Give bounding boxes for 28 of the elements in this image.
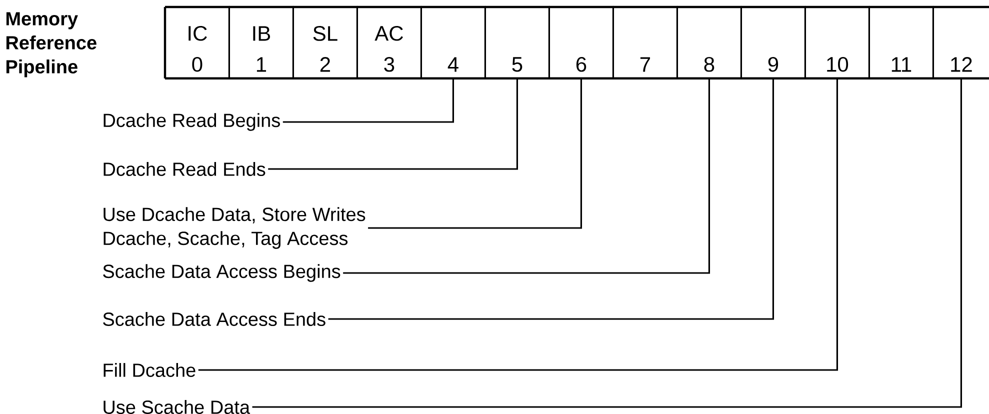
leader-line: [268, 78, 518, 170]
leader-line: [343, 78, 710, 274]
stage-cell: IC 0: [164, 6, 230, 80]
leader-line: [198, 78, 838, 371]
event-label: Scache Data Access Ends: [103, 312, 326, 326]
stage-cell: 8: [676, 6, 742, 80]
event-label: Use Dcache Data, Store Writes Dcache, Scache, Tag Access: [104, 207, 366, 249]
stage-cell: SL 2: [292, 6, 358, 80]
stage-cell: 9: [740, 6, 806, 80]
leader-line: [282, 78, 454, 123]
stage-cell: 7: [612, 6, 678, 80]
stage-cell: 6: [548, 6, 614, 80]
stage-cell: 11: [868, 6, 934, 80]
event-label: Dcache Read Ends: [104, 162, 266, 176]
event-label: Scache Data Access Begins: [103, 264, 340, 282]
leader-line: [328, 78, 774, 320]
event-label: Use Scache Data: [104, 400, 250, 414]
stage-cell: 10: [804, 6, 870, 80]
event-label: Dcache Read Begins: [104, 113, 280, 131]
leader-line: [252, 78, 962, 408]
stage-cell: IB 1: [228, 6, 294, 80]
row-heading: Memory Reference Pipeline: [6, 12, 96, 78]
stage-cell: 12: [932, 6, 989, 80]
stage-cell: 5: [484, 6, 550, 80]
leader-line: [368, 78, 582, 229]
event-label: Fill Dcache: [104, 363, 196, 377]
stage-cell: AC 3: [356, 6, 422, 80]
stage-cell: 4: [420, 6, 486, 80]
